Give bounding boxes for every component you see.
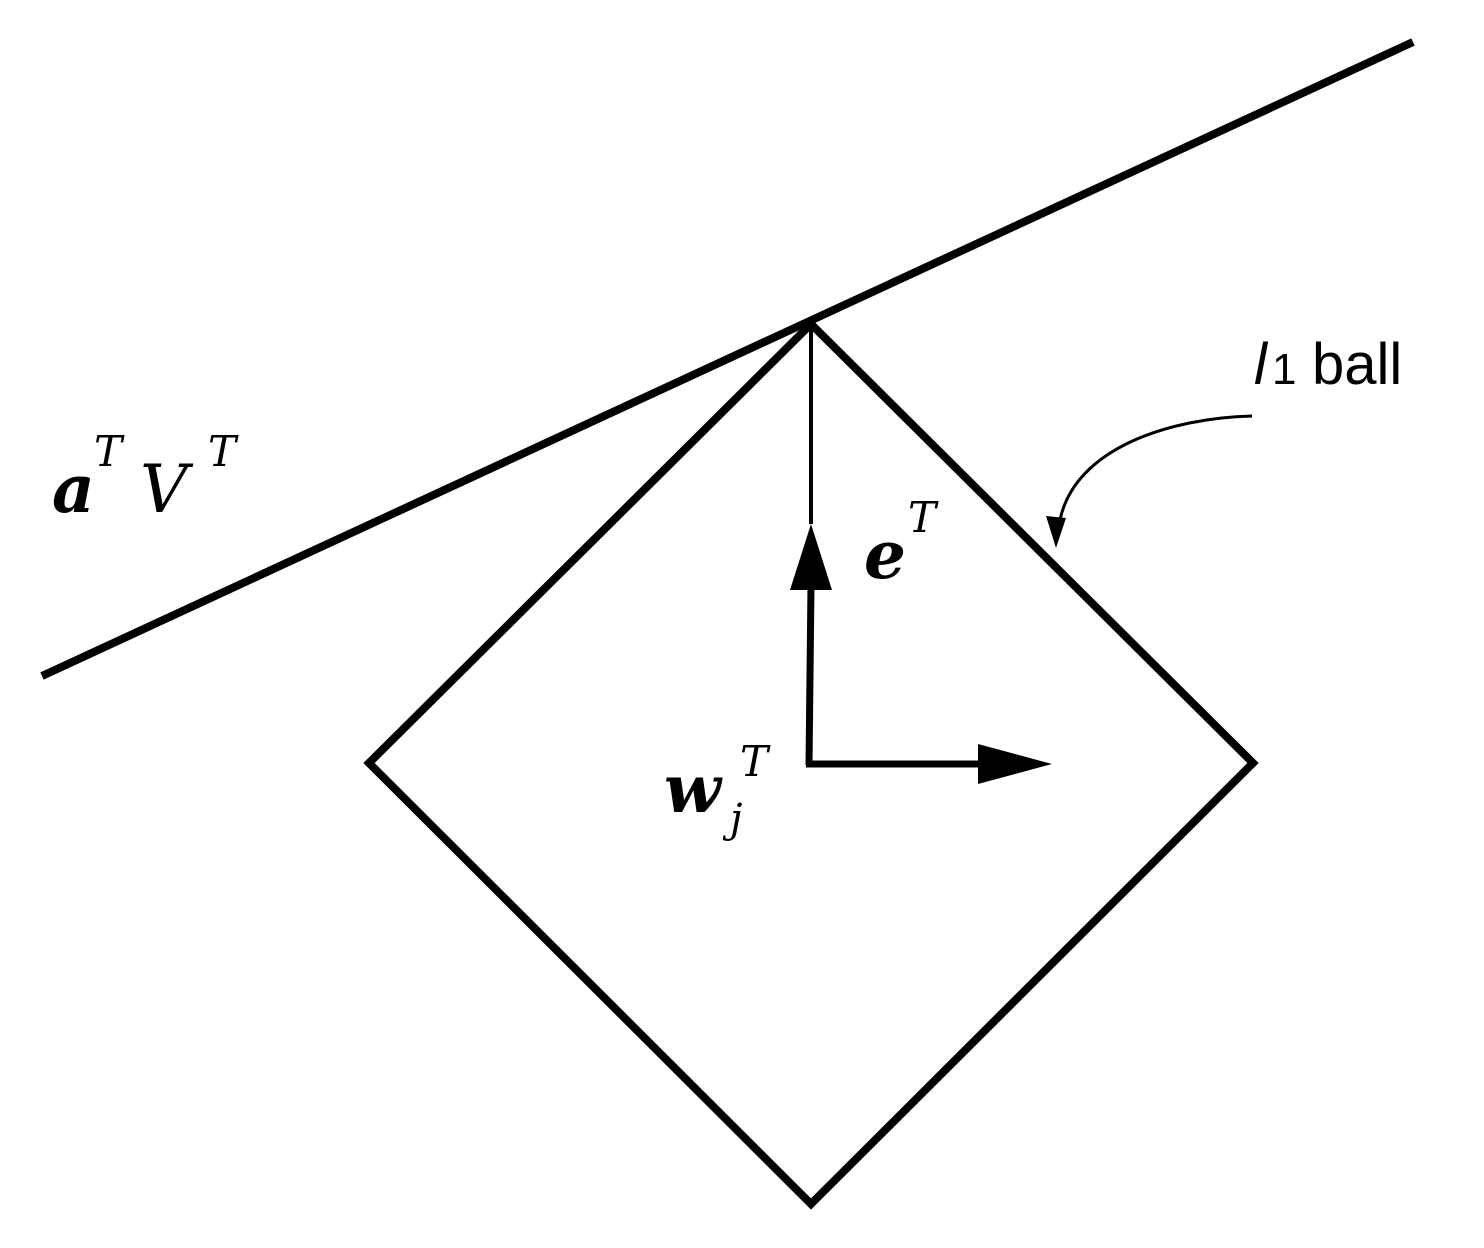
up-arrow — [790, 524, 832, 766]
ball-label: l 1 ball — [1254, 332, 1402, 397]
label-w-sup: T — [740, 737, 771, 786]
label-w: w — [664, 750, 723, 828]
label-e-sup: T — [908, 493, 939, 542]
vector-e-label: e T — [864, 493, 939, 594]
right-arrow — [806, 744, 1052, 784]
label-a-sup: T — [94, 427, 125, 476]
label-ball: ball — [1312, 332, 1402, 397]
label-l-subscript: 1 — [1272, 345, 1296, 394]
vector-w-label: w T j — [664, 737, 771, 842]
label-v: V — [140, 451, 194, 528]
label-e: e — [864, 516, 906, 594]
hyperplane-line — [40, 38, 1415, 680]
label-w-sub: j — [722, 796, 742, 842]
label-l: l — [1254, 332, 1269, 397]
label-a: a — [52, 450, 95, 528]
ball-pointer-arrow — [1046, 414, 1253, 548]
hyperplane-label: a T V T — [52, 427, 239, 528]
l1-ball-diamond — [363, 318, 1259, 1210]
label-v-sup: T — [208, 427, 239, 476]
